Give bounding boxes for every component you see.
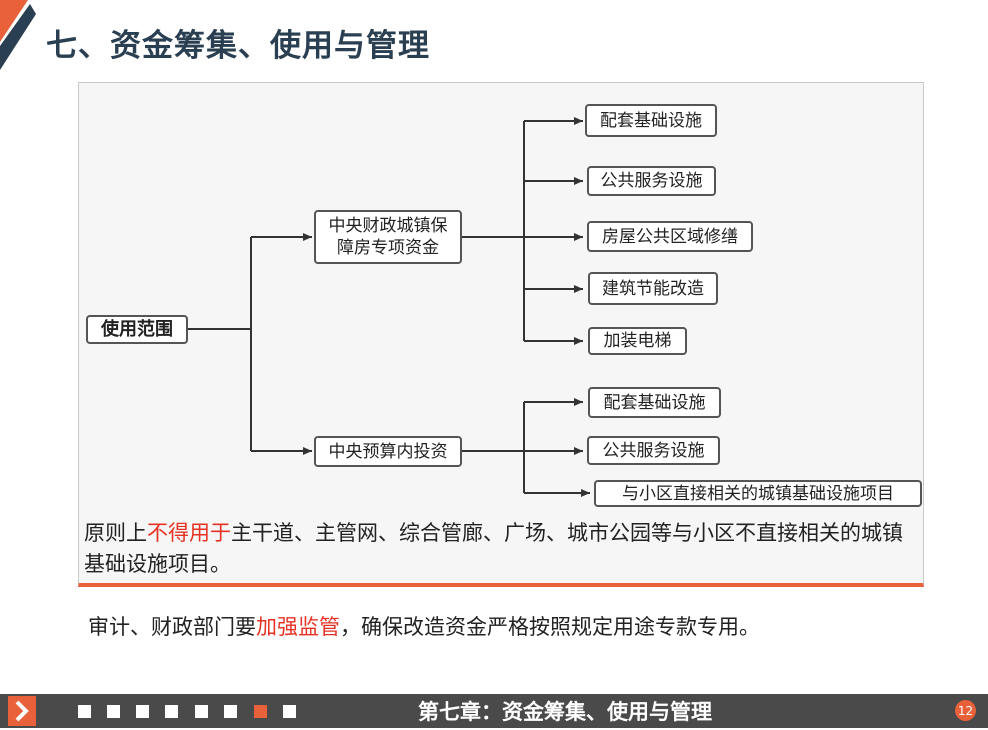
restriction-suffix: 主干道、主管网、综合管廊、广场、城市公园等与小区不直接相关的城镇基础设施项目。 bbox=[84, 521, 903, 576]
usage-restriction-text: 原则上不得用于主干道、主管网、综合管廊、广场、城市公园等与小区不直接相关的城镇基… bbox=[84, 518, 920, 580]
root-node: 使用范围 bbox=[86, 315, 188, 344]
slide-dot-active[interactable] bbox=[254, 705, 267, 718]
leaf-node: 建筑节能改造 bbox=[588, 272, 718, 305]
note-prefix: 审计、财政部门要 bbox=[88, 615, 256, 639]
leaf-node: 公共服务设施 bbox=[587, 436, 720, 465]
page-number: 12 bbox=[955, 700, 976, 721]
restriction-emphasis: 不得用于 bbox=[147, 521, 231, 545]
corner-decoration bbox=[0, 0, 36, 70]
slide-dot[interactable] bbox=[283, 705, 296, 718]
note-suffix: ，确保改造资金严格按照规定用途专款专用。 bbox=[340, 615, 760, 639]
slide-dot[interactable] bbox=[136, 705, 149, 718]
slide-dot[interactable] bbox=[224, 705, 237, 718]
note-emphasis: 加强监管 bbox=[256, 615, 340, 639]
leaf-node: 公共服务设施 bbox=[587, 166, 716, 196]
slide-dot[interactable] bbox=[78, 705, 91, 718]
leaf-node: 房屋公共区域修缮 bbox=[587, 221, 753, 252]
leaf-node: 配套基础设施 bbox=[585, 104, 717, 137]
branch-node-central-budget-investment: 中央预算内投资 bbox=[314, 436, 462, 467]
leaf-node: 与小区直接相关的城镇基础设施项目 bbox=[594, 480, 922, 507]
footer-bar: 第七章：资金筹集、使用与管理 12 bbox=[0, 694, 988, 728]
slide-dot[interactable] bbox=[195, 705, 208, 718]
slide-dot[interactable] bbox=[107, 705, 120, 718]
chevron-right-icon[interactable] bbox=[8, 696, 36, 726]
restriction-prefix: 原则上 bbox=[84, 521, 147, 545]
supervision-note: 审计、财政部门要加强监管，确保改造资金严格按照规定用途专款专用。 bbox=[88, 611, 760, 641]
slide-dot[interactable] bbox=[165, 705, 178, 718]
leaf-node: 加装电梯 bbox=[588, 327, 687, 355]
branch-node-central-fiscal-fund: 中央财政城镇保障房专项资金 bbox=[314, 210, 462, 264]
leaf-node: 配套基础设施 bbox=[588, 387, 721, 418]
page-title: 七、资金筹集、使用与管理 bbox=[46, 28, 430, 64]
chapter-title: 第七章：资金筹集、使用与管理 bbox=[418, 700, 712, 724]
